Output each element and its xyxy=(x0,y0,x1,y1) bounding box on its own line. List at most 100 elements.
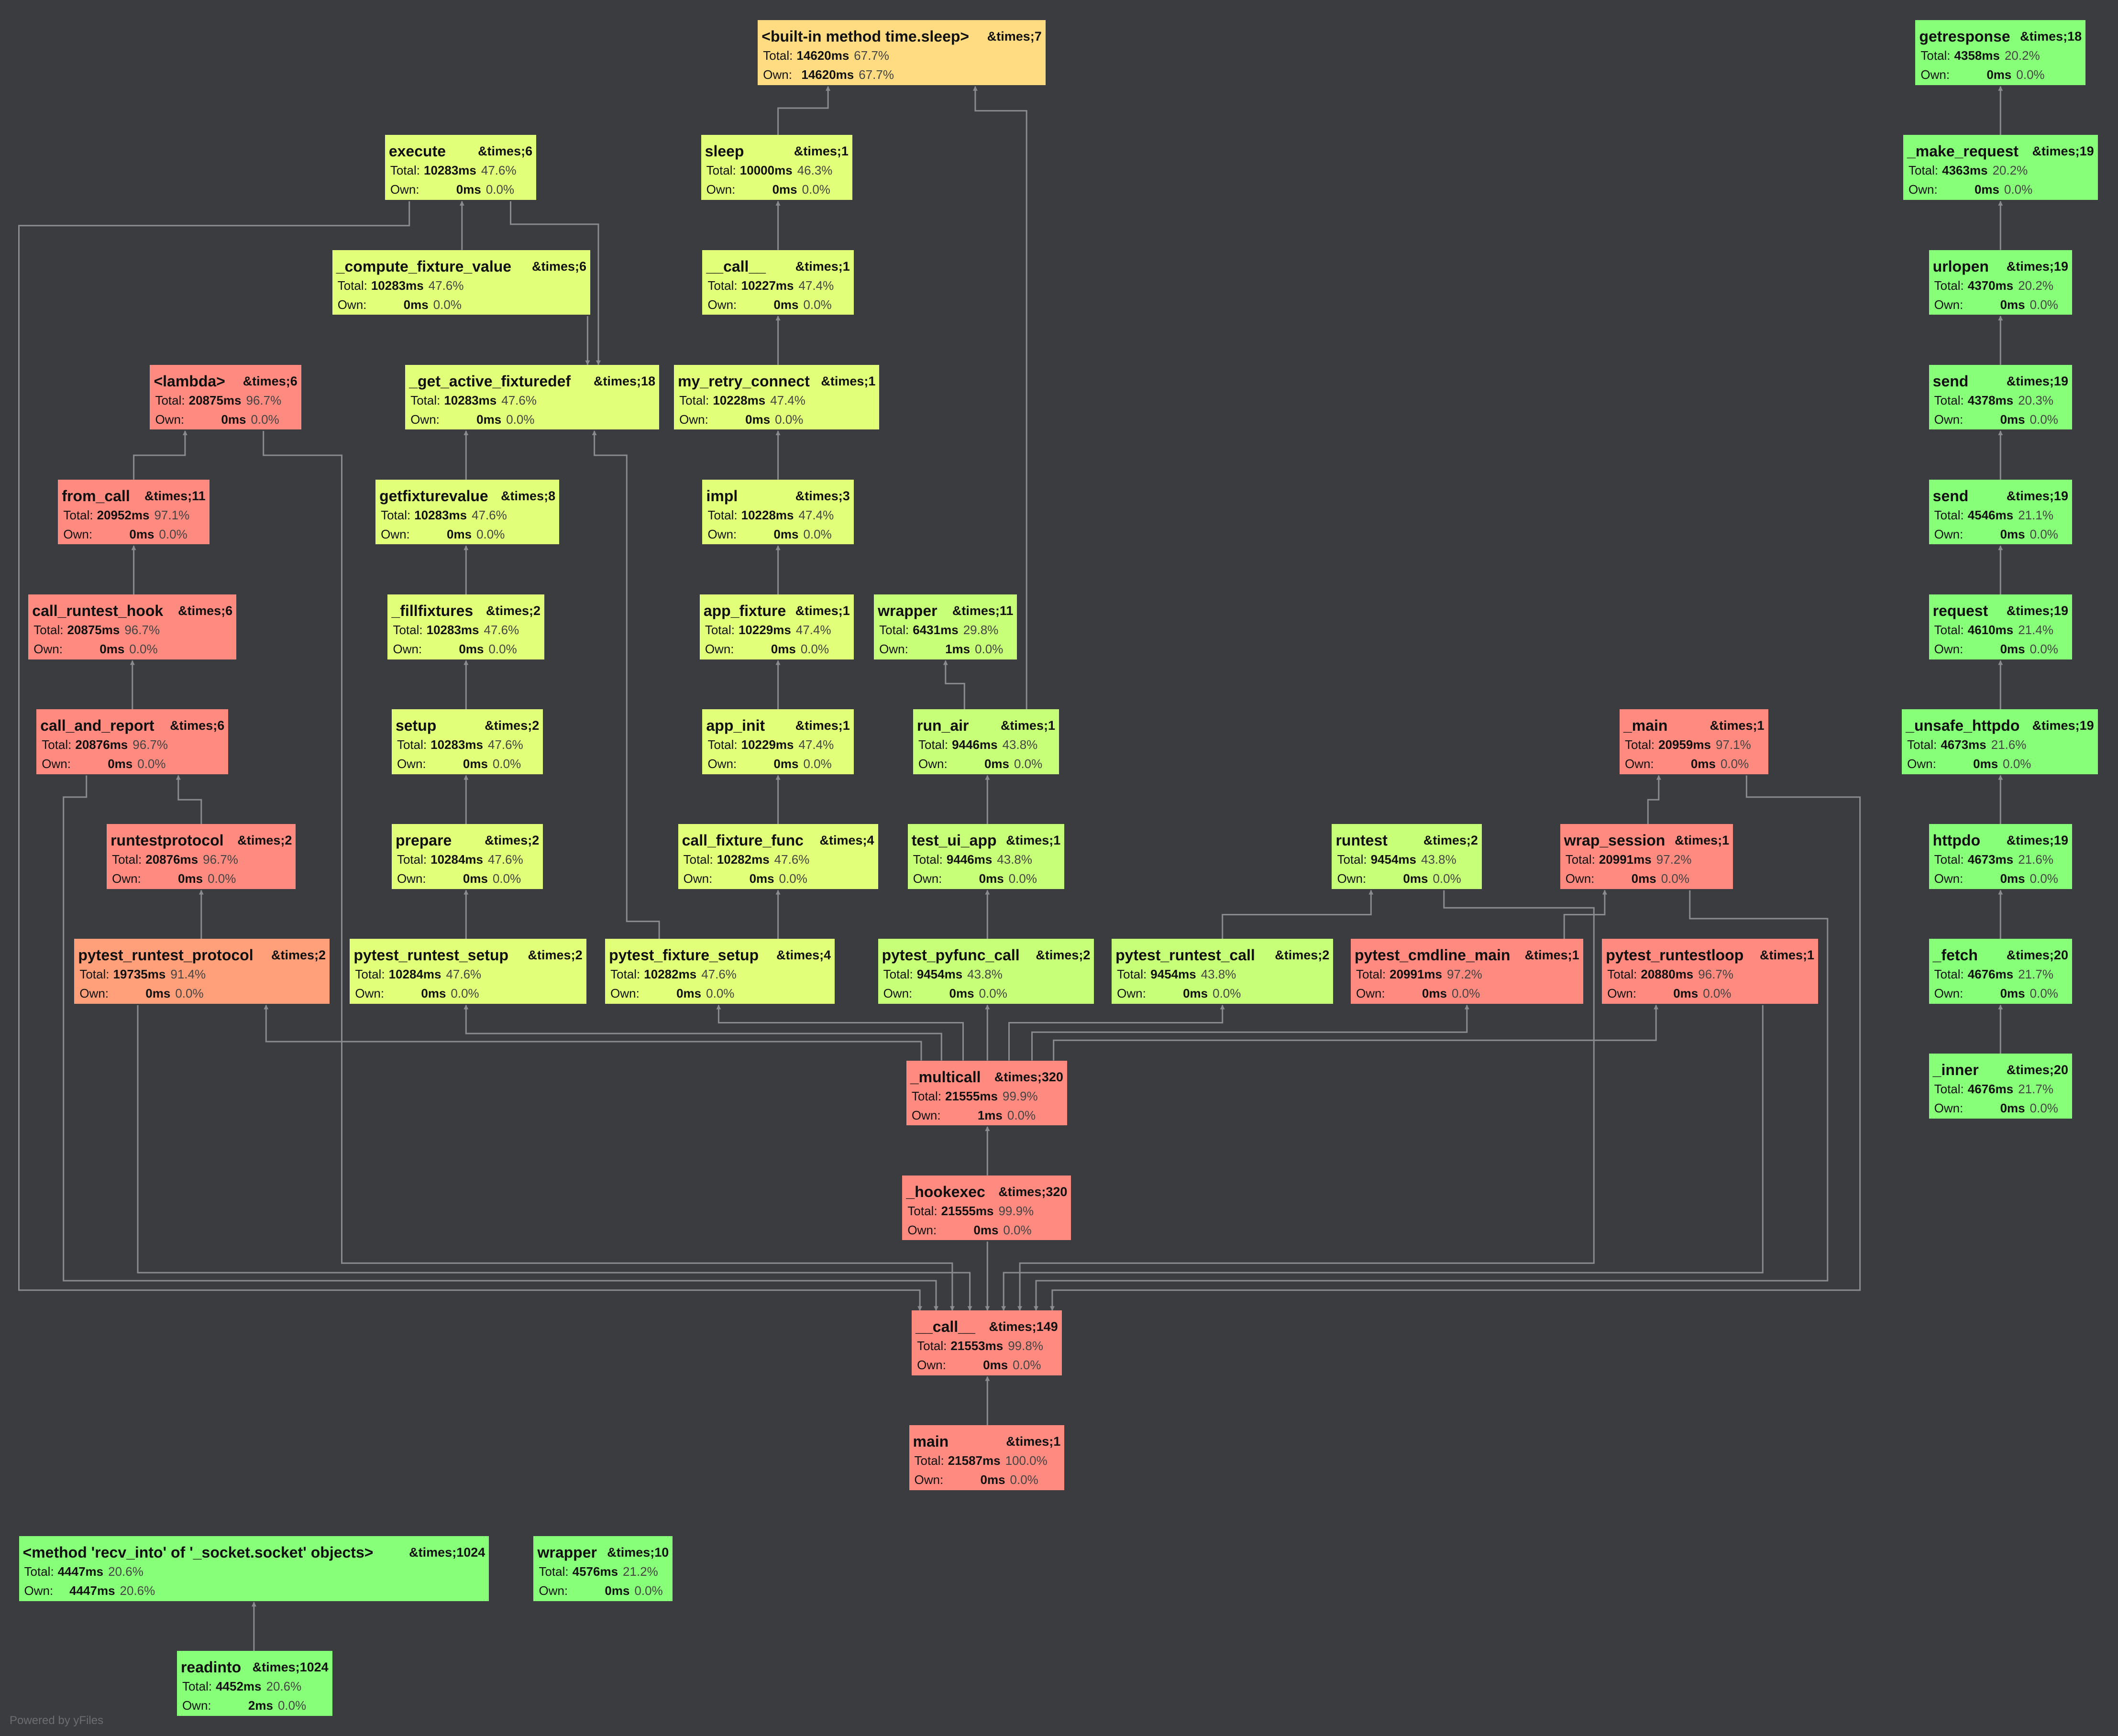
function-name: call_and_report xyxy=(40,717,154,735)
total-percent: 20.2% xyxy=(2004,48,2040,63)
own-percent: 0.0% xyxy=(803,757,832,771)
function-name: _compute_fixture_value xyxy=(336,257,512,275)
total-time: 4676ms xyxy=(1967,967,2014,982)
edge-multicall-to-pytest_cmdline_main xyxy=(1031,1004,1469,1061)
function-name: _get_active_fixturedef xyxy=(409,372,571,390)
total-time: 10283ms xyxy=(371,278,424,293)
node-header: pytest_runtestloop&times;1 xyxy=(1606,945,1814,965)
own-time: 0ms xyxy=(403,297,429,312)
total-time: 20991ms xyxy=(1599,852,1652,867)
own-label: Own: xyxy=(610,986,640,1001)
own-label: Own: xyxy=(907,1222,937,1237)
own-label: Own: xyxy=(393,641,422,656)
function-name: from_call xyxy=(62,487,130,505)
own-label: Own: xyxy=(79,986,109,1001)
total-label: Total: xyxy=(1934,852,1964,867)
node-header: <lambda>&times;6 xyxy=(154,372,297,391)
total-percent: 47.6% xyxy=(472,507,507,522)
function-name: prepare xyxy=(395,832,452,849)
own-percent: 0.0% xyxy=(1703,986,1732,1001)
own-time: 0ms xyxy=(108,757,133,771)
call-count: &times;1 xyxy=(1000,718,1055,733)
total-percent: 47.4% xyxy=(770,393,805,407)
own-label: Own: xyxy=(1607,986,1636,1001)
own-percent: 0.0% xyxy=(1433,871,1461,886)
total-percent: 20.2% xyxy=(1992,163,2028,178)
node-recv-into[interactable]: <method 'recv_into' of '_socket.socket' … xyxy=(19,1536,489,1601)
own-label: Own: xyxy=(917,1358,946,1373)
node-header: wrapper&times;11 xyxy=(878,601,1013,620)
call-count: &times;2 xyxy=(1036,948,1091,963)
total-time: 4546ms xyxy=(1967,507,2014,522)
total-percent: 47.4% xyxy=(798,278,834,293)
own-label: Own: xyxy=(355,986,385,1001)
function-name: impl xyxy=(706,487,738,505)
own-label: Own: xyxy=(683,871,713,886)
edge-runtestprotocol-to-call_and_report xyxy=(176,775,202,824)
call-count: &times;6 xyxy=(478,144,533,159)
node-header: wrapper&times;10 xyxy=(537,1543,669,1562)
own-label: Own: xyxy=(1934,986,1964,1001)
node-header: prepare&times;2 xyxy=(396,831,539,850)
